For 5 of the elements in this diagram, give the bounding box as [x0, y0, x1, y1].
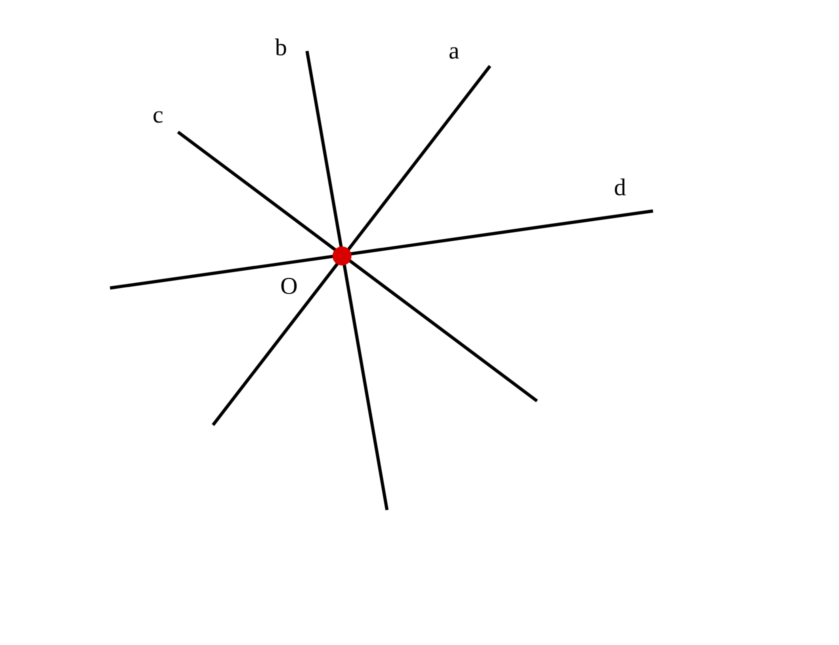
line-label: d — [614, 178, 626, 196]
line-label: a — [450, 47, 459, 59]
point-label: O — [281, 278, 297, 294]
line-label: b — [275, 38, 286, 56]
line-label: c — [154, 111, 163, 123]
